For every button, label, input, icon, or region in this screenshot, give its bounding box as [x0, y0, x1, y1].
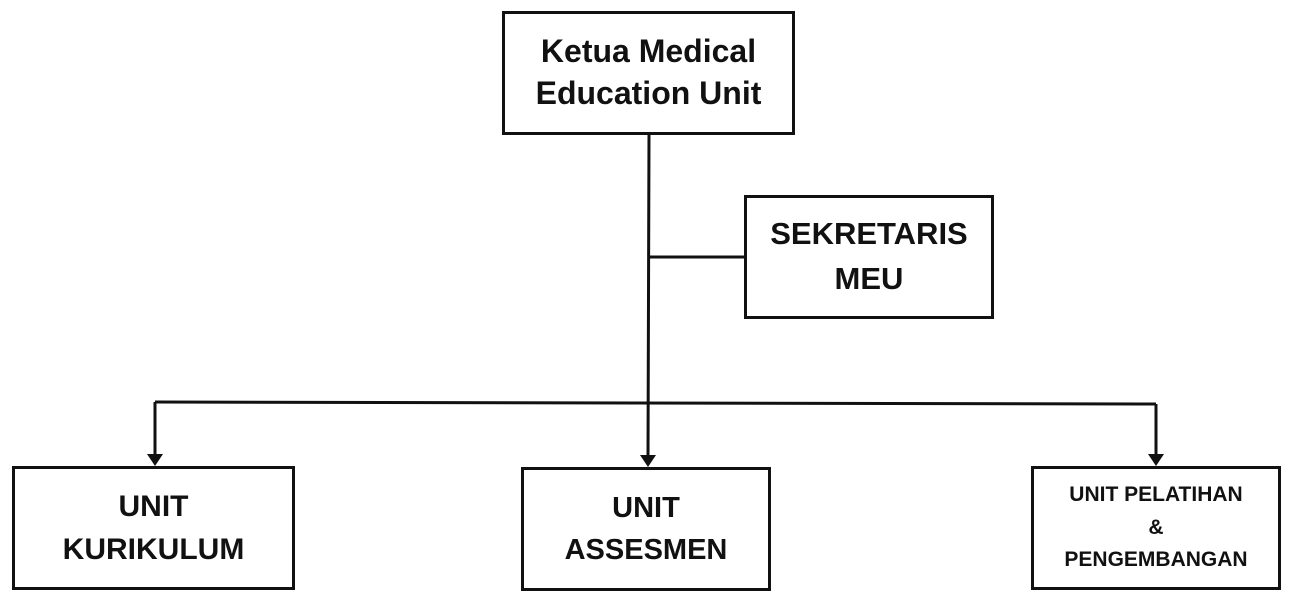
sekretaris-label-line2: MEU: [834, 261, 904, 296]
ketua-meu-box: Ketua Medical Education Unit: [502, 11, 795, 135]
trunk-line: [646, 134, 651, 457]
arrowhead-kurikulum: [147, 454, 163, 466]
sekretaris-label-line1: SEKRETARIS: [770, 216, 968, 252]
unit-pelatihan-label-line1: UNIT PELATIHAN: [1069, 483, 1243, 507]
arrowhead-assesmen: [640, 455, 656, 467]
sekretaris-meu-box: SEKRETARIS MEU: [744, 195, 994, 319]
ketua-label-line2: Education Unit: [535, 75, 762, 111]
unit-pelatihan-box: UNIT PELATIHAN & PENGEMBANGAN: [1031, 466, 1281, 590]
unit-pelatihan-label-line3: PENGEMBANGAN: [1064, 548, 1248, 572]
unit-kurikulum-label-line2: KURIKULUM: [62, 533, 245, 566]
unit-assesmen-label-line2: ASSESMEN: [564, 534, 728, 566]
unit-assesmen-box: UNIT ASSESMEN: [521, 467, 771, 591]
arrowhead-pelatihan: [1148, 454, 1164, 466]
unit-kurikulum-label-line1: UNIT: [118, 489, 189, 523]
unit-assesmen-label-line1: UNIT: [612, 491, 680, 524]
horizontal-bus-line: [154, 400, 1157, 406]
unit-kurikulum-box: UNIT KURIKULUM: [12, 466, 295, 590]
ketua-label-line1: Ketua Medical: [540, 33, 757, 70]
unit-pelatihan-label-line2: &: [1148, 515, 1164, 539]
